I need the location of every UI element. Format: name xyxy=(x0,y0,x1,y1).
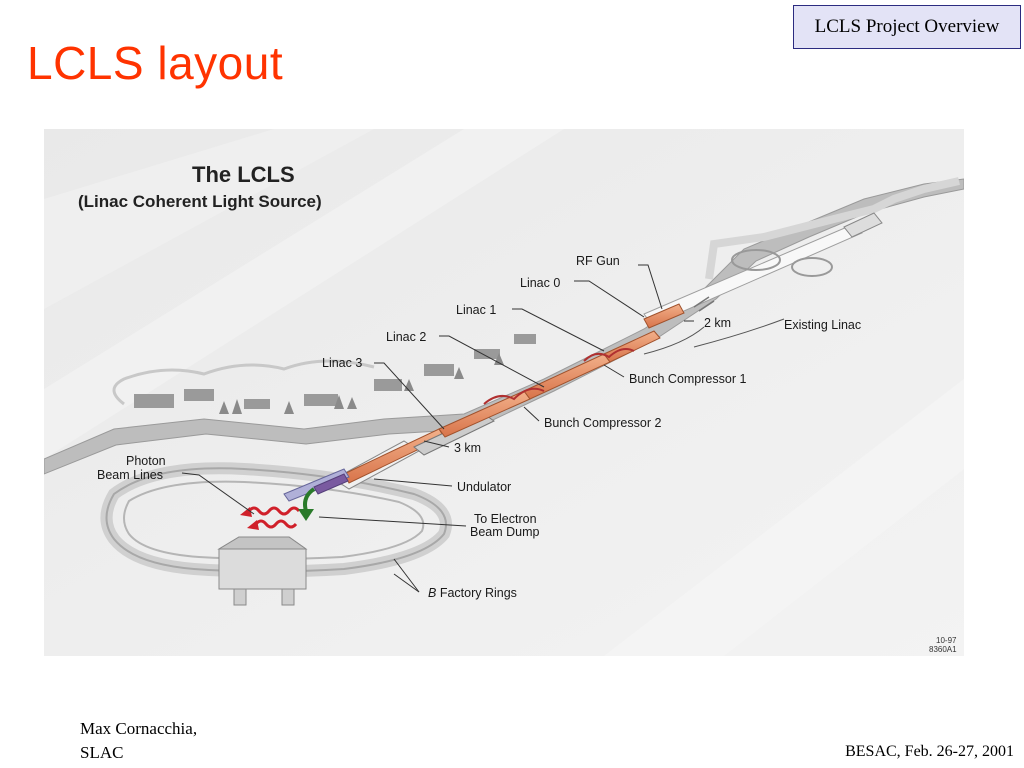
label-2km: 2 km xyxy=(704,316,731,330)
label-rf-gun: RF Gun xyxy=(576,254,620,268)
label-bunch-compressor-1: Bunch Compressor 1 xyxy=(629,372,746,386)
local-roads xyxy=(112,359,375,406)
label-photon-line1: Photon xyxy=(126,454,166,468)
light-streak xyxy=(44,129,564,459)
author-name: Max Cornacchia, xyxy=(80,719,198,738)
figure-heading-line2: (Linac Coherent Light Source) xyxy=(78,192,322,211)
b-factory-rings xyxy=(100,462,452,578)
label-bunch-compressor-2: Bunch Compressor 2 xyxy=(544,416,661,430)
existing-linac-bracket xyxy=(693,318,785,348)
label-linac3: Linac 3 xyxy=(322,356,362,370)
author-footer: Max Cornacchia, SLAC xyxy=(80,717,197,765)
ring-left xyxy=(731,249,781,271)
page-title: LCLS layout xyxy=(27,37,284,89)
label-linac0: Linac 0 xyxy=(520,276,560,290)
trees-and-buildings xyxy=(134,334,536,409)
detector-hall xyxy=(217,536,308,606)
linac-break-mark xyxy=(693,296,715,312)
label-factory-rings: Factory Rings xyxy=(436,586,517,600)
figure-code-line2: 8360A1 xyxy=(929,645,957,654)
label-photon-line2: Beam Lines xyxy=(97,468,163,482)
label-linac2: Linac 2 xyxy=(386,330,426,344)
electron-dump-arrowhead xyxy=(298,509,314,521)
figure-heading-line1: The LCLS xyxy=(192,162,295,187)
author-affiliation: SLAC xyxy=(80,743,124,762)
label-existing-linac: Existing Linac xyxy=(784,318,861,332)
label-3km: 3 km xyxy=(454,441,481,455)
site-outline xyxy=(705,177,960,280)
label-undulator: Undulator xyxy=(457,480,511,494)
layout-illustration: The LCLS (Linac Coherent Light Source) R… xyxy=(44,129,964,656)
label-dump-line2: Beam Dump xyxy=(470,525,540,539)
lcls-layout-figure: The LCLS (Linac Coherent Light Source) R… xyxy=(44,129,964,656)
label-dump-line1: To Electron xyxy=(474,512,537,526)
label-b-italic: B xyxy=(428,586,436,600)
figure-code-line1: 10-97 xyxy=(936,636,957,645)
trees xyxy=(219,353,504,414)
event-footer: BESAC, Feb. 26-27, 2001 xyxy=(845,743,1014,760)
ring-right xyxy=(791,257,833,277)
light-streak xyxy=(44,129,374,309)
section-tag: LCLS Project Overview xyxy=(793,5,1021,49)
linac-end-block xyxy=(843,212,883,238)
light-streak xyxy=(604,379,964,656)
lcls-beamline xyxy=(283,303,685,502)
leader-lines xyxy=(181,264,694,593)
photon-beams xyxy=(240,506,301,530)
label-linac1: Linac 1 xyxy=(456,303,496,317)
existing-linac-bracket xyxy=(643,326,705,355)
electron-dump-arrow xyxy=(303,487,316,512)
label-b-factory-rings: B Factory Rings xyxy=(428,586,517,600)
